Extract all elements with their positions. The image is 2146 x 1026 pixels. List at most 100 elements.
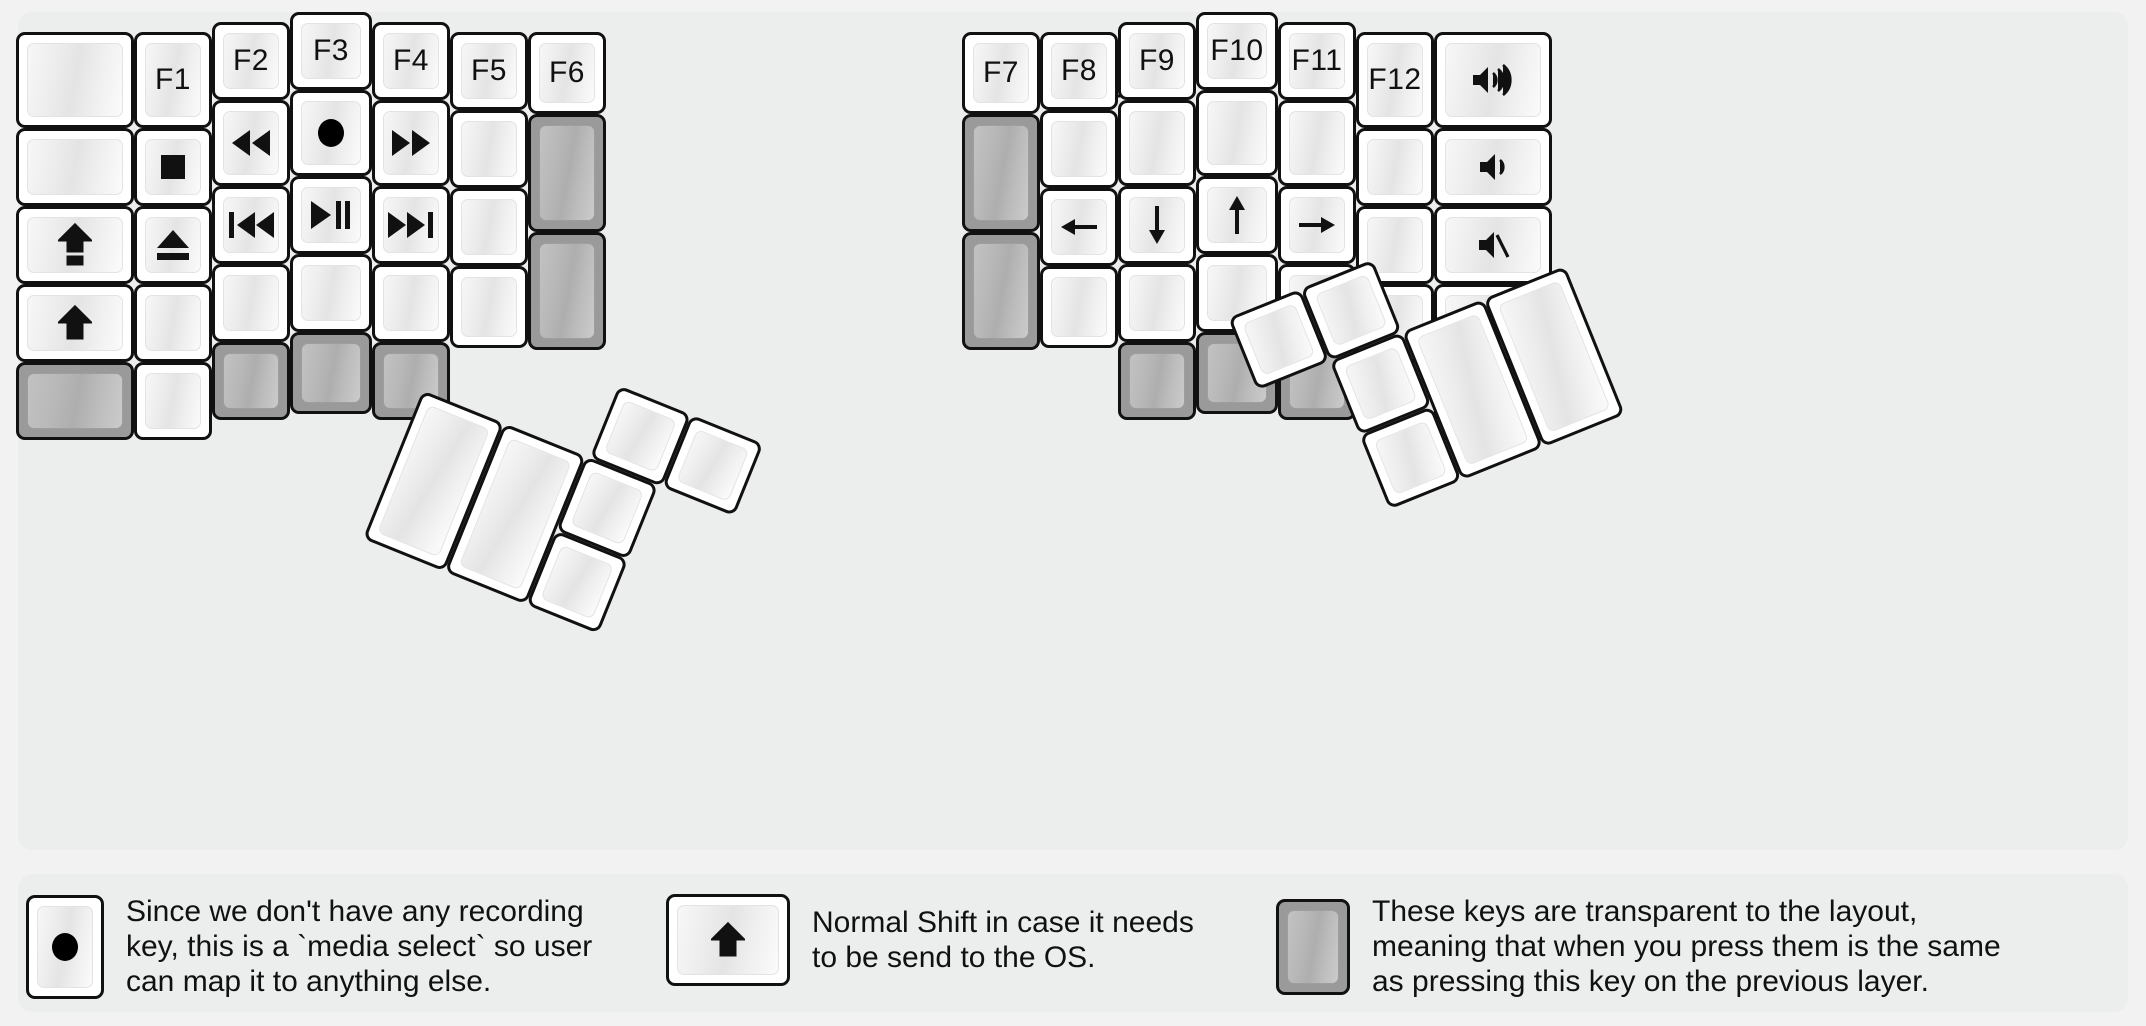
key-col-outer-right-r1[interactable] (1434, 32, 1552, 128)
key-col-f1-r3[interactable] (134, 206, 212, 284)
key-col-f2-r5[interactable] (212, 342, 290, 420)
key-col-f1-r5[interactable] (134, 362, 212, 440)
key-col-f2-r2[interactable] (212, 100, 290, 186)
media-next-icon (387, 210, 435, 240)
key-col-f9-r5[interactable] (1118, 342, 1196, 420)
key-col-outer-left-r1[interactable] (16, 32, 134, 128)
legend-line: as pressing this key on the previous lay… (1372, 965, 1929, 999)
key-col-f8-r2[interactable] (1040, 110, 1118, 188)
keycap-face (27, 217, 123, 273)
key-col-f7-r3[interactable] (962, 232, 1040, 350)
shift-arrow-icon (58, 305, 92, 341)
key-col-f9-r4[interactable] (1118, 264, 1196, 342)
keycap-face: F4 (383, 33, 439, 89)
legend-line: can map it to anything else. (126, 965, 492, 999)
key-label: F12 (1368, 63, 1422, 96)
key-col-f8-r1[interactable]: F8 (1040, 32, 1118, 110)
key-col-f3-r4[interactable] (290, 254, 372, 332)
keycap-face (27, 139, 123, 195)
keycap-face (973, 125, 1029, 221)
keycap-face (27, 373, 123, 429)
key-col-f7-r2[interactable] (962, 114, 1040, 232)
keycap-face (145, 139, 201, 195)
keycap-face (1207, 101, 1267, 165)
key-col-f9-r2[interactable] (1118, 100, 1196, 186)
keycap-face (145, 217, 201, 273)
key-col-f11-r3[interactable] (1278, 186, 1356, 264)
key-col-f11-r1[interactable]: F11 (1278, 22, 1356, 100)
key-col-f3-r2[interactable] (290, 90, 372, 176)
keycap-face (383, 197, 439, 253)
key-col-f4-r1[interactable]: F4 (372, 22, 450, 100)
key-col-f2-r3[interactable] (212, 186, 290, 264)
key-col-f12-r2[interactable] (1356, 128, 1434, 206)
key-col-f12-r1[interactable]: F12 (1356, 32, 1434, 128)
key-col-outer-left-r3[interactable] (16, 206, 134, 284)
key-col-f3-r3[interactable] (290, 176, 372, 254)
keycap-face (1367, 217, 1423, 273)
keycap-face (539, 243, 595, 339)
key-col-f5-r3[interactable] (450, 188, 528, 266)
key-col-f8-r3[interactable] (1040, 188, 1118, 266)
key-col-f4-r4[interactable] (372, 264, 450, 342)
key-col-f10-r2[interactable] (1196, 90, 1278, 176)
key-col-f1-r1[interactable]: F1 (134, 32, 212, 128)
keycap-face (37, 905, 93, 988)
keycap-face (223, 111, 279, 175)
keycap-face (145, 373, 201, 429)
keycap-face (27, 43, 123, 117)
keycap-face (570, 470, 644, 546)
key-col-f5-r1[interactable]: F5 (450, 32, 528, 110)
media-previous-icon (227, 210, 275, 240)
keycap-face (383, 111, 439, 175)
key-col-f8-r4[interactable] (1040, 266, 1118, 348)
key-col-f9-r1[interactable]: F9 (1118, 22, 1196, 100)
key-label: F11 (1291, 44, 1343, 77)
legend-swatch-record (26, 894, 104, 999)
key-col-f1-r2[interactable] (134, 128, 212, 206)
keycap-face: F9 (1129, 33, 1185, 89)
key-col-f3-r5[interactable] (290, 332, 372, 414)
media-eject-icon (154, 228, 192, 262)
key-col-f11-r2[interactable] (1278, 100, 1356, 186)
key-col-f5-r4[interactable] (450, 266, 528, 348)
key-col-outer-left-r4[interactable] (16, 284, 134, 362)
key-col-f1-r4[interactable] (134, 284, 212, 362)
volume-mute-icon (1475, 229, 1511, 261)
key-col-f10-r3[interactable] (1196, 176, 1278, 254)
key-col-f6-r1[interactable]: F6 (528, 32, 606, 114)
key-col-f2-r1[interactable]: F2 (212, 22, 290, 100)
key-col-f10-r1[interactable]: F10 (1196, 12, 1278, 90)
keycap-face (27, 295, 123, 351)
legend-line: to be send to the OS. (812, 941, 1096, 974)
keycap-face (1314, 273, 1388, 347)
legend-line: Normal Shift in case it needs (812, 905, 1194, 939)
key-col-outer-left-r2[interactable] (16, 128, 134, 206)
keycap-face: F2 (223, 33, 279, 89)
key-col-outer-right-r3[interactable] (1434, 206, 1552, 284)
key-col-f4-r3[interactable] (372, 186, 450, 264)
key-col-f6-r2[interactable] (528, 114, 606, 232)
legend-key-transparent (1276, 898, 1350, 995)
key-col-f2-r4[interactable] (212, 264, 290, 342)
keycap-face (1289, 197, 1345, 253)
key-col-f6-r3[interactable] (528, 232, 606, 350)
legend-line: key, this is a `media select` so user (126, 930, 593, 964)
keycap-face (1445, 139, 1541, 195)
key-col-f7-r1[interactable]: F7 (962, 32, 1040, 114)
key-col-f3-r1[interactable]: F3 (290, 12, 372, 90)
keycap-face (677, 905, 779, 975)
key-col-outer-right-r2[interactable] (1434, 128, 1552, 206)
keycap-face (301, 101, 361, 165)
key-col-f5-r2[interactable] (450, 110, 528, 188)
key-col-f9-r3[interactable] (1118, 186, 1196, 264)
key-col-outer-left-r5[interactable] (16, 362, 134, 440)
key-label: F4 (392, 44, 429, 77)
caps-lock-icon (58, 223, 92, 267)
media-rewind-icon (230, 128, 272, 158)
key-col-f4-r2[interactable] (372, 100, 450, 186)
key-label: F2 (232, 44, 269, 77)
shift-arrow-icon (711, 922, 745, 958)
keycap-face (1445, 43, 1541, 117)
